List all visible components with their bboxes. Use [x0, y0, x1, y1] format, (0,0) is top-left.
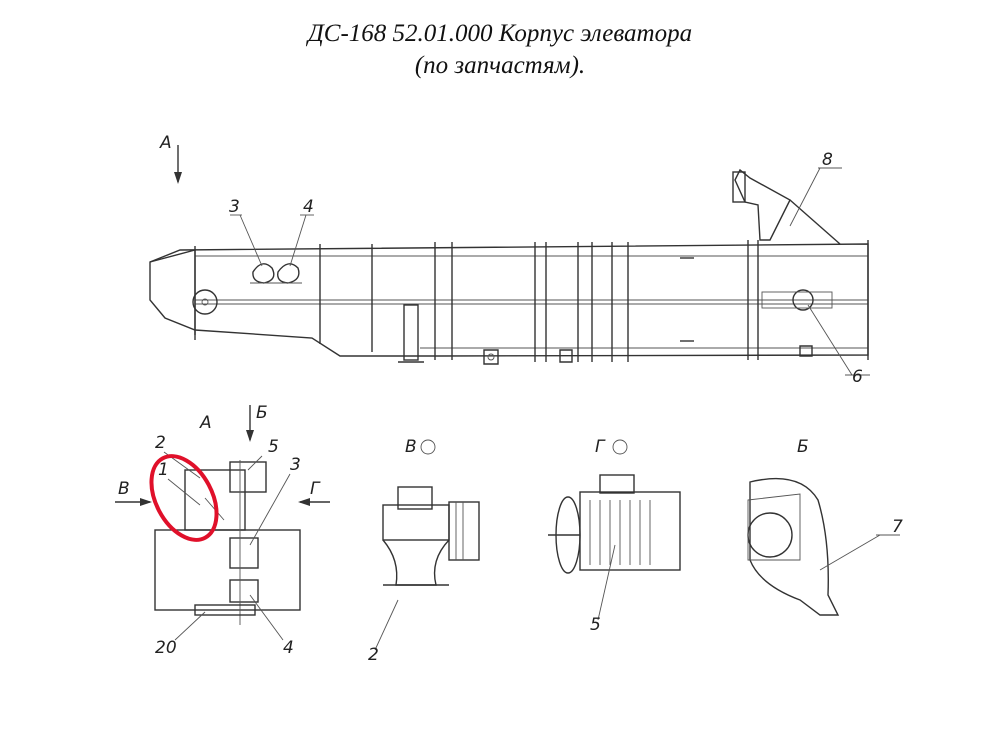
view-label-main: А: [159, 133, 172, 153]
view-v-title: В: [405, 437, 417, 457]
callout-8: 8: [822, 150, 833, 170]
view-b-arrow-label: Б: [256, 403, 268, 423]
diagram-title: ДС-168 52.01.000 Корпус элеватора: [307, 20, 693, 47]
callout-1: 1: [158, 460, 169, 480]
callout-6: 6: [852, 367, 863, 387]
callout-3-main: 3: [229, 197, 240, 217]
callout-20: 20: [155, 638, 177, 658]
view-b-drawing: Б 7: [747, 437, 903, 616]
highlight-circle: [149, 454, 219, 542]
callout-3-a: 3: [290, 455, 301, 475]
view-a-drawing: А Б В Г 2 1 5 3 4 20: [115, 403, 330, 658]
view-arrow-main: А: [159, 133, 182, 184]
view-b-title: Б: [797, 437, 809, 457]
callout-7: 7: [892, 517, 903, 537]
callout-2-a: 2: [155, 433, 166, 453]
view-a-label: А: [199, 413, 212, 433]
callout-5-a: 5: [268, 437, 279, 457]
view-g-title: Г: [595, 437, 606, 457]
callout-2-v: 2: [368, 645, 379, 665]
callout-5-g: 5: [590, 615, 601, 635]
diagram-subtitle: (по запчастям).: [414, 52, 586, 79]
callout-4-main: 4: [303, 197, 314, 217]
view-v-arrow-label: В: [118, 479, 130, 499]
elevator-body: [149, 168, 869, 365]
view-g-arrow-label: Г: [310, 479, 321, 499]
callouts-main: 3 4 8 6: [229, 150, 870, 387]
view-v-drawing: В 2: [368, 437, 480, 665]
view-g-drawing: Г 5: [548, 437, 681, 635]
callout-4-a: 4: [283, 638, 294, 658]
